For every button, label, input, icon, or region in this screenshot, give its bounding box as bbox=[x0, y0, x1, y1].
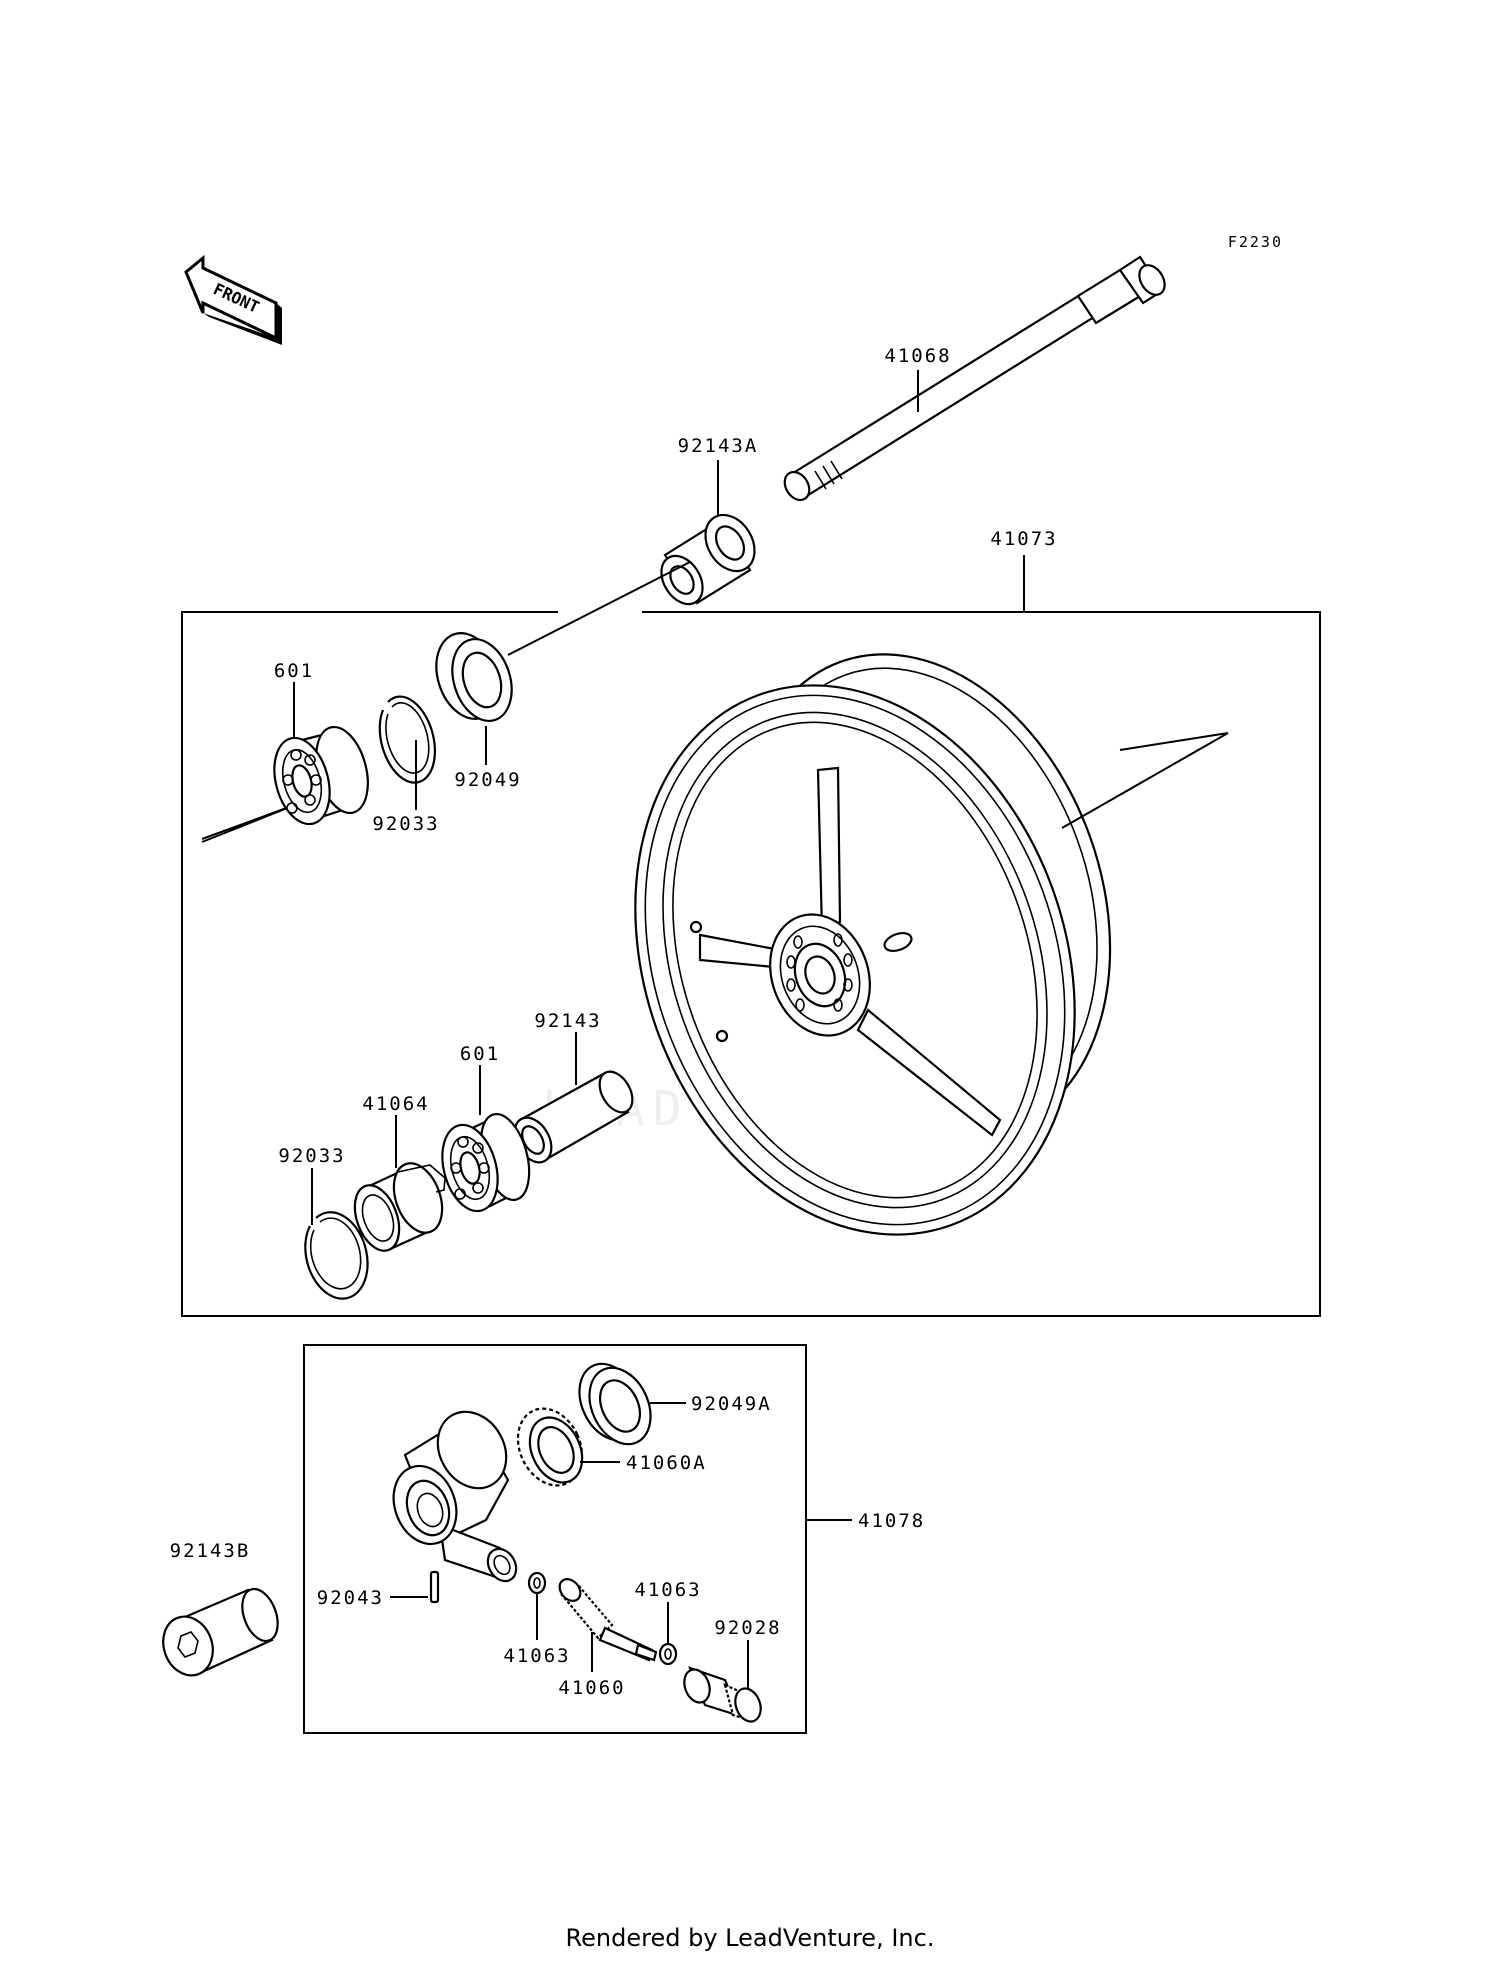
callout-92143A: 92143A bbox=[678, 435, 759, 457]
callout-41063-left: 41063 bbox=[503, 1645, 570, 1667]
callout-92143: 92143 bbox=[534, 1010, 601, 1032]
collar-92143A bbox=[660, 513, 756, 606]
callout-92043: 92043 bbox=[317, 1587, 384, 1609]
callout-92049A: 92049A bbox=[691, 1393, 772, 1415]
bearing-601-lower bbox=[441, 1113, 531, 1213]
bearing-601-upper bbox=[273, 725, 369, 826]
callout-601-upper: 601 bbox=[274, 660, 314, 682]
bushing-92028 bbox=[683, 1666, 762, 1724]
front-arrow-icon: FRONT bbox=[184, 254, 282, 345]
callout-41068: 41068 bbox=[884, 345, 951, 367]
speedo-housing bbox=[392, 1410, 518, 1583]
callout-41060: 41060 bbox=[558, 1677, 625, 1699]
seal-92049A bbox=[578, 1362, 652, 1446]
callout-41078: 41078 bbox=[858, 1510, 925, 1532]
callout-92033-lower: 92033 bbox=[278, 1145, 345, 1167]
circlip-92033-lower bbox=[304, 1211, 369, 1300]
leader-lines bbox=[293, 370, 1025, 1688]
callout-41073: 41073 bbox=[990, 528, 1057, 550]
callout-41063-right: 41063 bbox=[634, 1579, 701, 1601]
indicator-right bbox=[1061, 732, 1229, 829]
footer-credit: Rendered by LeadVenture, Inc. bbox=[566, 1924, 935, 1952]
collar-41064 bbox=[353, 1162, 446, 1252]
pin-92043 bbox=[429, 1570, 440, 1604]
washer-41063-a bbox=[527, 1571, 547, 1595]
gear-41060A bbox=[516, 1407, 584, 1487]
callout-labels: 41068 92143A 41073 601 92049 92033 92143… bbox=[170, 345, 1057, 1699]
sleeve-92143B bbox=[162, 1587, 279, 1677]
seal-92049 bbox=[435, 561, 691, 722]
callout-41064: 41064 bbox=[362, 1093, 429, 1115]
wheel-group-box bbox=[181, 611, 1321, 1317]
callout-92143B: 92143B bbox=[170, 1540, 251, 1562]
ref-code: F2230 bbox=[1228, 233, 1283, 251]
callout-601-lower: 601 bbox=[460, 1043, 500, 1065]
shaft-41060 bbox=[558, 1578, 658, 1662]
callout-92033-upper: 92033 bbox=[372, 813, 439, 835]
callout-92049: 92049 bbox=[454, 769, 521, 791]
speedo-group-box bbox=[303, 1344, 807, 1734]
wheel-41073 bbox=[634, 653, 1112, 1236]
callout-92028: 92028 bbox=[714, 1617, 781, 1639]
sleeve-92143 bbox=[513, 1070, 634, 1164]
washer-41063-b bbox=[658, 1642, 678, 1666]
callout-41060A: 41060A bbox=[626, 1452, 707, 1474]
axle-41068 bbox=[783, 255, 1166, 502]
circlip-92033-upper bbox=[378, 695, 437, 784]
